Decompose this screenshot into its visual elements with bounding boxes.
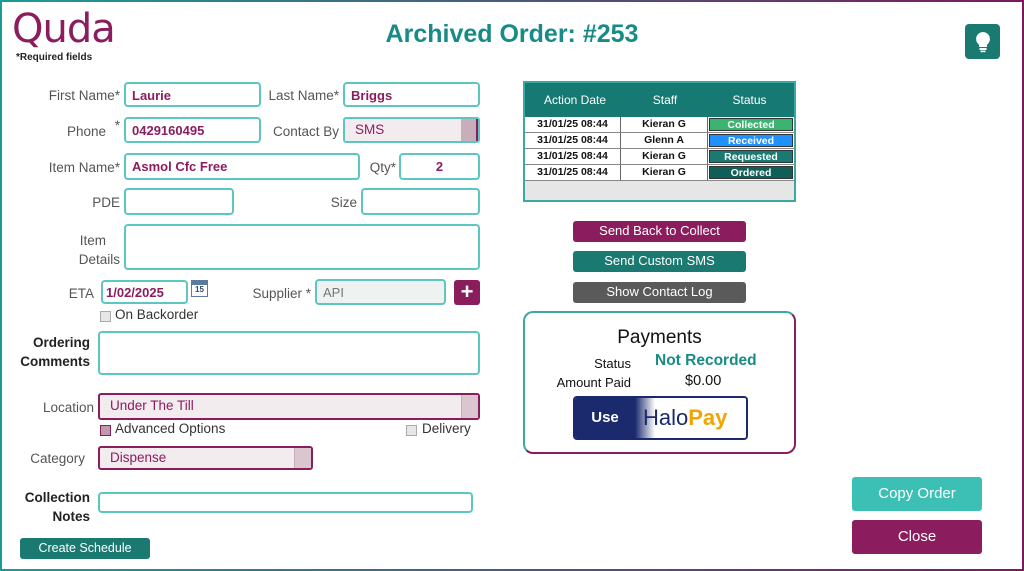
collection-notes-input[interactable] [98, 492, 473, 513]
copy-order-button[interactable]: Copy Order [852, 477, 982, 511]
qty-input[interactable]: 2 [399, 153, 480, 180]
show-contact-log-button[interactable]: Show Contact Log [573, 282, 746, 303]
table-row[interactable]: 31/01/25 08:44 Kieran G Ordered [525, 165, 794, 181]
category-label: Category [30, 451, 85, 466]
row-staff: Kieran G [621, 117, 708, 132]
order-history-table: Action Date Staff Status 31/01/25 08:44 … [523, 81, 796, 202]
contact-by-label: Contact By [272, 124, 339, 139]
ordering-comments-label-line2: Comments [20, 354, 90, 369]
status-badge: Received [709, 134, 793, 147]
item-details-label: Item Details [20, 231, 120, 269]
on-backorder-checkbox[interactable] [100, 309, 111, 327]
column-header-staff: Staff [652, 93, 678, 107]
payment-status-label: Status [594, 356, 631, 371]
logo: Quda [12, 6, 116, 52]
delivery-label: Delivery [422, 421, 471, 436]
calendar-icon-day: 15 [195, 285, 204, 294]
row-staff: Kieran G [621, 165, 708, 180]
location-label: Location [42, 400, 94, 415]
close-button[interactable]: Close [852, 520, 982, 554]
ordering-comments-input[interactable] [98, 331, 480, 375]
on-backorder-label: On Backorder [115, 307, 199, 322]
pde-input[interactable] [124, 188, 234, 215]
use-halopay-button[interactable]: Use HaloPay [573, 396, 748, 440]
status-badge: Ordered [709, 166, 793, 179]
column-header-status: Status [732, 93, 767, 107]
category-select[interactable]: Dispense [98, 446, 313, 470]
row-date: 31/01/25 08:44 [525, 133, 621, 148]
halopay-logo-halo: Halo [643, 405, 689, 430]
column-header-action-date: Action Date [543, 93, 607, 107]
dropdown-arrow-icon[interactable] [461, 119, 478, 141]
first-name-input[interactable]: Laurie [124, 82, 261, 107]
collection-notes-label: Collection Notes [10, 488, 90, 526]
create-schedule-button[interactable]: Create Schedule [20, 538, 150, 559]
contact-by-select[interactable]: SMS [343, 117, 480, 143]
add-supplier-button[interactable]: + [454, 280, 480, 305]
payment-status-value: Not Recorded [655, 352, 757, 369]
dropdown-arrow-icon[interactable] [294, 448, 311, 468]
location-value: Under The Till [110, 398, 194, 413]
advanced-options-checkbox[interactable] [100, 423, 111, 441]
halopay-logo-pay: Pay [688, 405, 728, 430]
supplier-input[interactable]: API [315, 279, 446, 305]
send-custom-sms-button[interactable]: Send Custom SMS [573, 251, 746, 272]
status-badge: Requested [709, 150, 793, 163]
item-details-label-line2: Details [78, 252, 120, 267]
row-staff: Glenn A [621, 133, 708, 148]
collection-notes-label-line2: Notes [52, 509, 90, 524]
category-value: Dispense [110, 450, 167, 465]
calendar-icon-header [192, 281, 207, 285]
supplier-label: Supplier * [252, 286, 311, 301]
amount-paid-value: $0.00 [685, 373, 722, 389]
lightbulb-icon [975, 31, 990, 52]
dropdown-arrow-icon[interactable] [461, 395, 478, 418]
collection-notes-label-line1: Collection [24, 490, 90, 505]
size-input[interactable] [361, 188, 480, 215]
status-badge: Collected [709, 118, 793, 131]
page-title: Archived Order: #253 [385, 20, 639, 48]
size-label: Size [330, 195, 357, 210]
item-name-input[interactable]: Asmol Cfc Free [124, 153, 360, 180]
payments-panel: Payments Status Not Recorded Amount Paid… [523, 311, 796, 454]
first-name-label: First Name* [48, 88, 120, 103]
row-staff: Kieran G [621, 149, 708, 164]
table-row[interactable]: 31/01/25 08:44 Kieran G Collected [525, 117, 794, 133]
item-name-label: Item Name* [48, 160, 120, 175]
item-details-input[interactable] [124, 224, 480, 270]
table-row[interactable]: 31/01/25 08:44 Glenn A Received [525, 133, 794, 149]
eta-label: ETA [68, 286, 94, 301]
send-back-to-collect-button[interactable]: Send Back to Collect [573, 221, 746, 242]
advanced-options-label: Advanced Options [115, 421, 226, 436]
required-note: *Required fields [16, 52, 93, 63]
table-body: 31/01/25 08:44 Kieran G Collected 31/01/… [525, 117, 794, 181]
ordering-comments-label: Ordering Comments [10, 333, 90, 371]
amount-paid-label: Amount Paid [556, 375, 631, 390]
item-details-label-line1: Item [79, 233, 106, 248]
last-name-label: Last Name* [268, 88, 339, 103]
contact-by-value: SMS [355, 122, 385, 137]
table-header: Action Date Staff Status [525, 83, 794, 117]
ordering-comments-label-line1: Ordering [32, 335, 90, 350]
phone-required-mark: * [114, 118, 120, 133]
row-date: 31/01/25 08:44 [525, 117, 621, 132]
payments-title: Payments [617, 327, 702, 348]
last-name-input[interactable]: Briggs [343, 82, 480, 107]
phone-label: Phone [66, 124, 106, 139]
pde-label: PDE [92, 195, 120, 210]
halopay-logo: HaloPay [635, 398, 746, 438]
table-row[interactable]: 31/01/25 08:44 Kieran G Requested [525, 149, 794, 165]
use-label: Use [575, 398, 635, 438]
qty-label: Qty* [369, 160, 396, 175]
calendar-icon[interactable]: 15 [191, 280, 208, 297]
row-date: 31/01/25 08:44 [525, 165, 621, 180]
lightbulb-button[interactable] [965, 24, 1000, 59]
row-date: 31/01/25 08:44 [525, 149, 621, 164]
phone-input[interactable]: 0429160495 [124, 117, 261, 143]
location-select[interactable]: Under The Till [98, 393, 480, 420]
delivery-checkbox[interactable] [406, 423, 417, 441]
eta-input[interactable]: 1/02/2025 [101, 280, 188, 304]
